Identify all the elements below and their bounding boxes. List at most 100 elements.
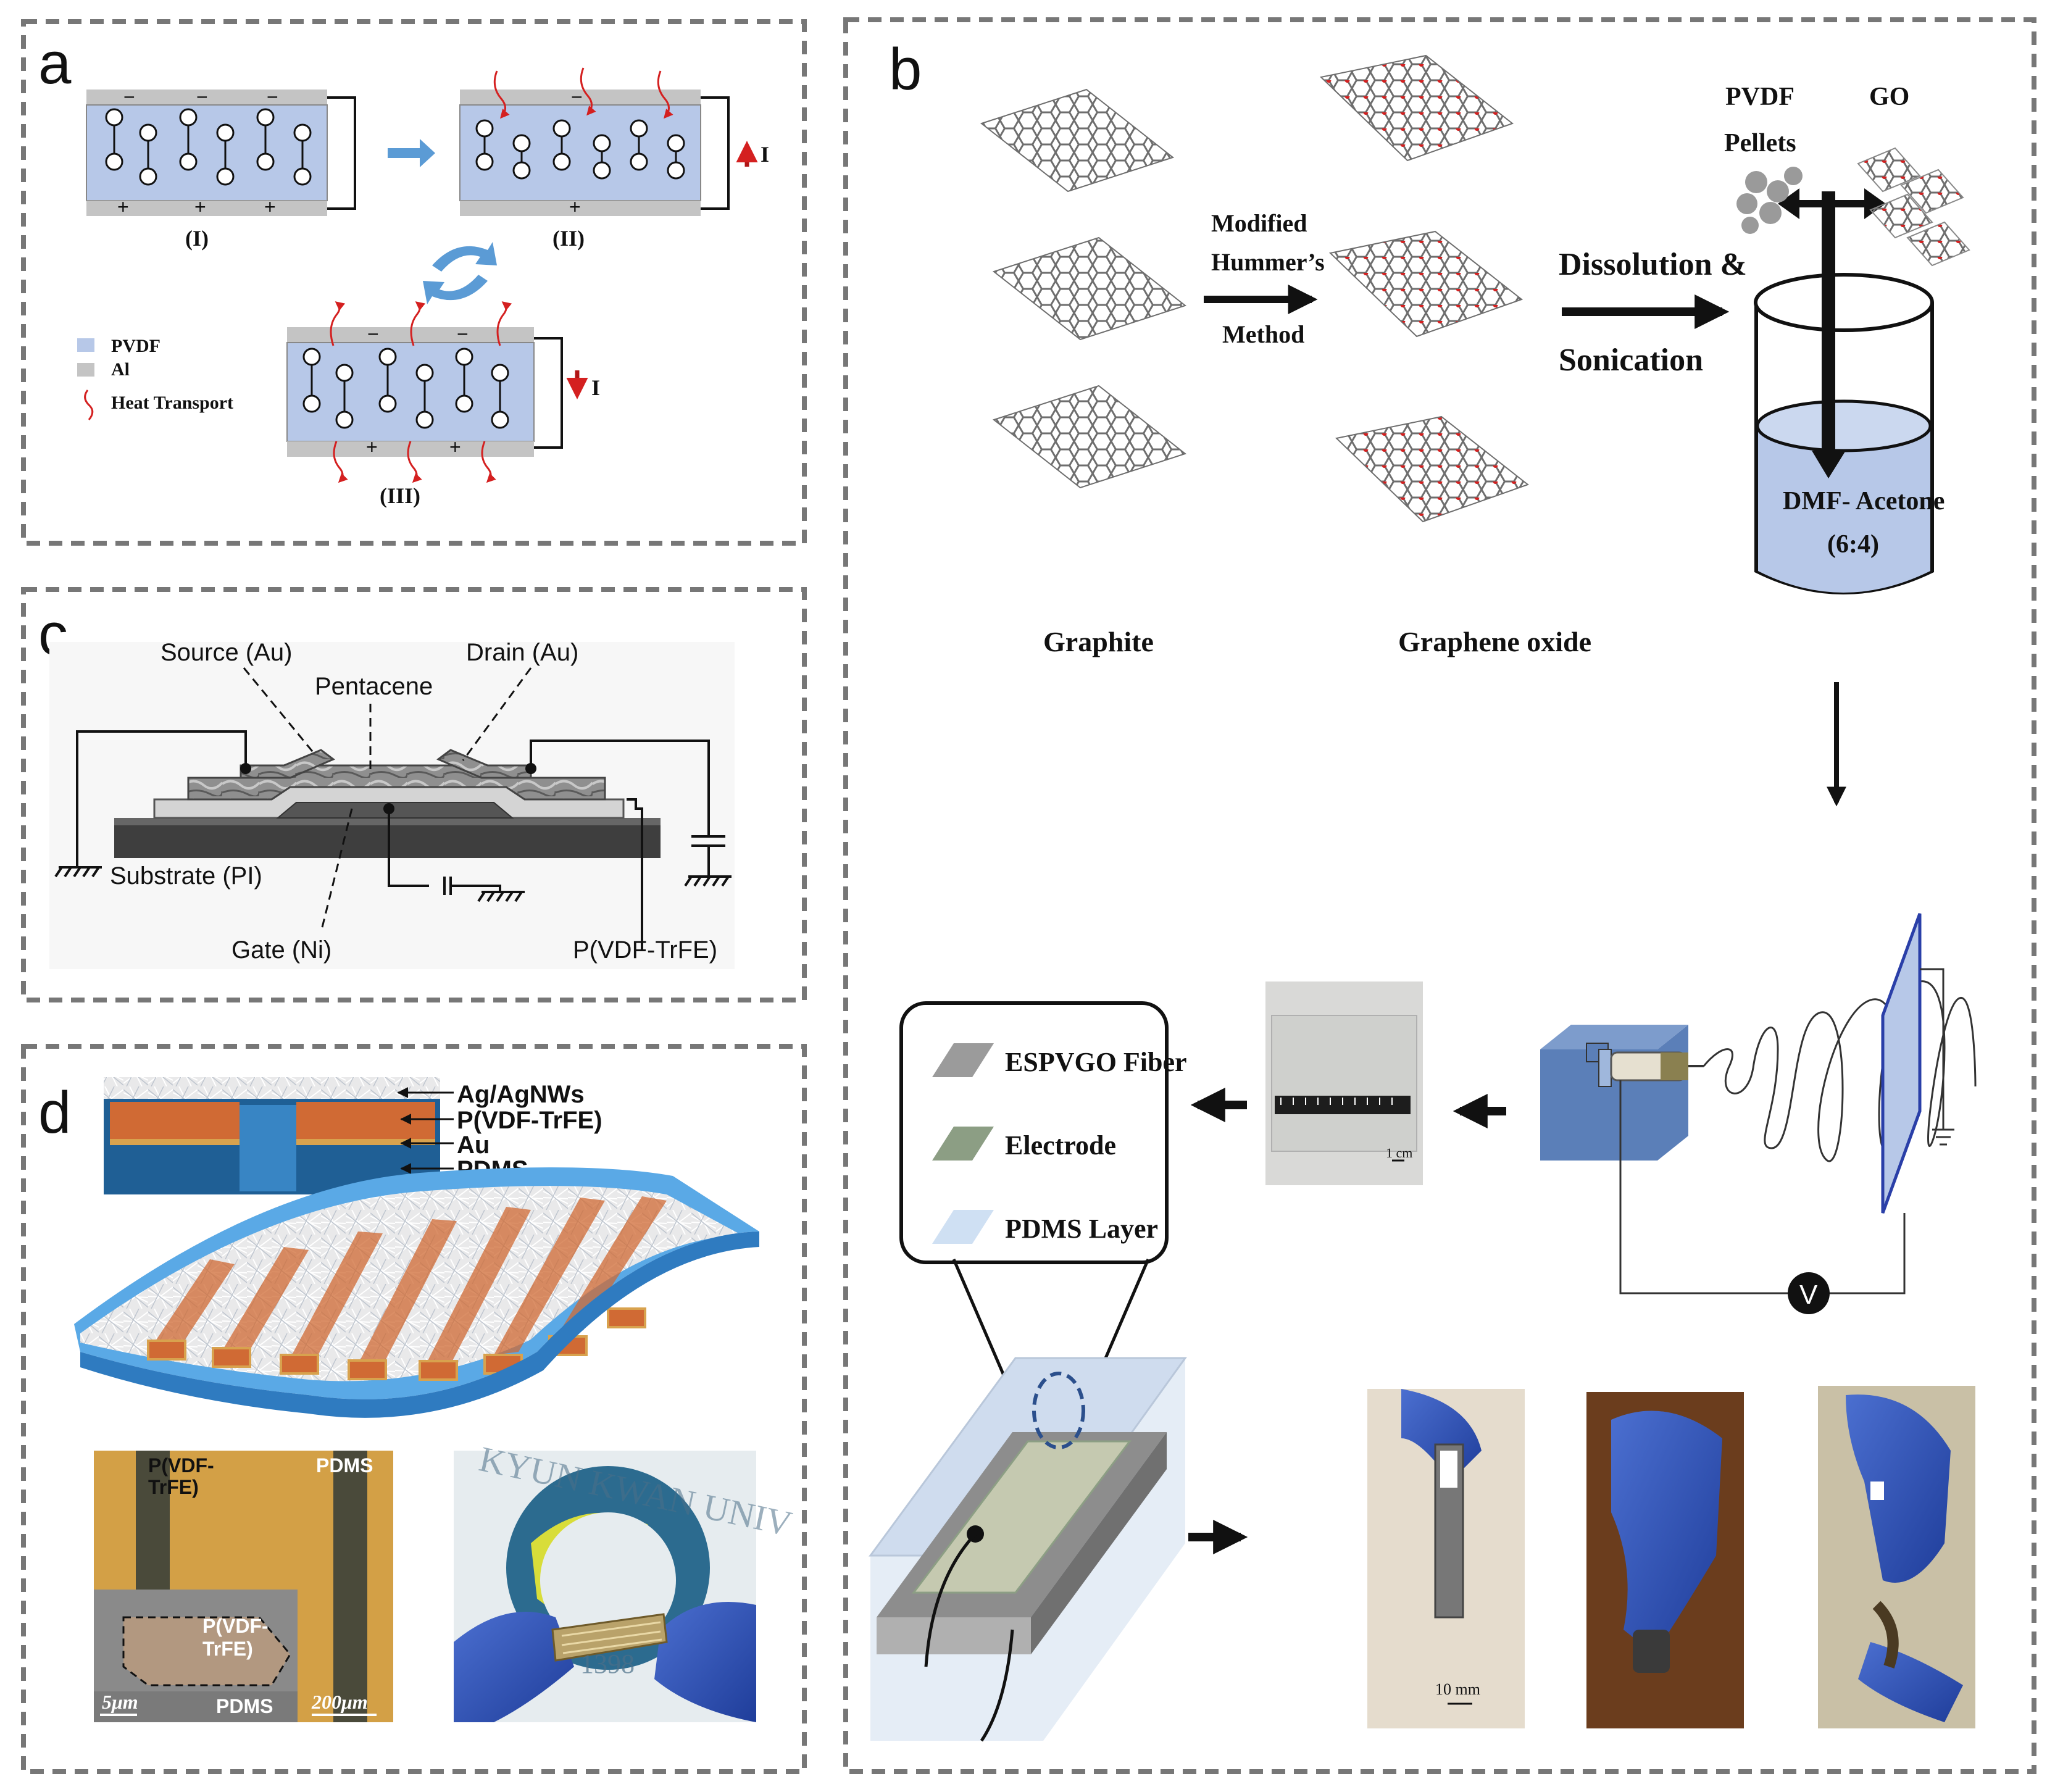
state-transition-arrow	[388, 139, 435, 167]
dipoles-ii	[475, 119, 685, 180]
legend-swatch-al	[77, 363, 94, 377]
svg-text:+: +	[449, 436, 461, 458]
scale-10mm: 10 mm	[1435, 1680, 1480, 1698]
go-label: GO	[1869, 83, 1909, 111]
svg-text:+: +	[569, 196, 581, 218]
micro-label-pdms-top: PDMS	[316, 1454, 373, 1477]
legend-swatch-electrode	[932, 1127, 994, 1161]
state-iii-label: (III)	[380, 483, 420, 508]
step1-line2: Hummer’s	[1211, 248, 1325, 276]
graphite-sheets	[980, 88, 1187, 489]
state-ii-device: − +	[459, 67, 758, 218]
heat-arrows-iii	[330, 301, 512, 483]
bending-photo-1	[1367, 1389, 1525, 1728]
graphene-oxide-label: Graphene oxide	[1398, 626, 1591, 657]
scale-label-200um: 200μm	[311, 1691, 368, 1713]
pvdf-pellets-label-1: PVDF	[1725, 83, 1794, 111]
panel-d-letter: d	[38, 1080, 71, 1146]
micrograph-image	[94, 1451, 393, 1722]
panel-a-legend: PVDF Al Heat Transport	[77, 336, 233, 420]
micro-label-pvdf-inset-2: TrFE)	[202, 1638, 253, 1660]
voltmeter	[1788, 1272, 1830, 1314]
micro-label-pvdf-inset-1: P(VDF-	[202, 1615, 269, 1637]
dipoles-iii	[302, 348, 509, 429]
current-label-iii: I	[591, 375, 600, 400]
panel-c-border	[21, 587, 807, 1002]
process-arrows-left	[1188, 1088, 1506, 1554]
electrospinning-setup	[1540, 913, 1977, 1294]
layer-label-ag: Ag/AgNWs	[457, 1081, 585, 1108]
gate-electrode	[276, 802, 514, 819]
legend-label-heat: Heat Transport	[111, 393, 233, 413]
circuit-wires	[76, 730, 725, 951]
layer-label-pvdf: P(VDF-TrFE)	[457, 1107, 602, 1134]
panel-c: c	[38, 601, 735, 969]
panel-a-letter: a	[38, 30, 72, 96]
svg-text:+: +	[117, 196, 129, 218]
scale-label-5um: 5μm	[102, 1691, 138, 1713]
voltmeter-label: V	[1799, 1280, 1818, 1310]
layer-legend-callout	[899, 1001, 1169, 1439]
micro-label-pvdf-1: P(VDF-	[148, 1454, 214, 1477]
step2-line1: Dissolution &	[1559, 247, 1747, 282]
go-flakes	[1857, 147, 1970, 267]
callout-lines	[243, 667, 532, 933]
source-label: Source (Au)	[160, 639, 292, 666]
layer-label-au: Au	[457, 1131, 490, 1159]
beaker	[1754, 191, 1934, 594]
panel-b: b Graphite Modified Hummer’s Method Grap…	[869, 36, 1977, 1742]
graphene-oxide-sheets	[1319, 54, 1530, 523]
current-label-ii: I	[761, 142, 769, 167]
legend-label-pdms: PDMS Layer	[1005, 1214, 1158, 1244]
legend-swatch-fiber	[932, 1043, 994, 1077]
svg-text:+: +	[264, 196, 276, 218]
fiber-photo-scale: 1 cm	[1386, 1145, 1412, 1161]
dipoles-i	[105, 108, 312, 186]
device-photo	[454, 1451, 756, 1722]
svg-text:−: −	[196, 86, 208, 108]
source-electrode	[240, 749, 335, 779]
heat-arrows-ii	[493, 67, 673, 119]
state-i-device: − − − + + +	[86, 86, 356, 218]
pentacene-label: Pentacene	[315, 673, 433, 700]
state-i-label: (I)	[185, 226, 209, 251]
legend-label-pvdf: PVDF	[111, 336, 160, 356]
state-ii-label: (II)	[552, 226, 585, 251]
panel-d-border	[21, 1044, 807, 1774]
svg-text:−: −	[267, 86, 278, 108]
graphite-label: Graphite	[1043, 626, 1154, 657]
legend-label-fiber: ESPVGO Fiber	[1005, 1047, 1187, 1077]
panel-d: d Ag/AgNWs P(VDF-TrFE) Au PDMS	[38, 1077, 796, 1722]
micro-label-pdms-inset: PDMS	[216, 1695, 273, 1717]
logo-year: 1398	[580, 1649, 635, 1679]
legend-heat-icon	[84, 390, 94, 420]
bending-photo-3	[1818, 1386, 1975, 1728]
svg-text:−: −	[367, 323, 379, 345]
panel-b-border	[843, 17, 2036, 1774]
cycle-arrows	[423, 242, 497, 304]
micro-label-pvdf-2: TrFE)	[148, 1476, 199, 1498]
svg-text:−: −	[571, 86, 583, 108]
state-iii-device: −− ++	[286, 301, 588, 483]
legend-swatch-pdms	[932, 1210, 994, 1244]
device-schematic	[869, 1357, 1187, 1742]
panel-a-border	[21, 19, 807, 546]
layer-pointer-arrows	[397, 1087, 454, 1174]
substrate-label: Substrate (PI)	[110, 862, 262, 890]
panel-b-letter: b	[889, 36, 922, 102]
pvdf-pellets-label-2: Pellets	[1724, 129, 1796, 157]
gate-label: Gate (Ni)	[231, 936, 331, 964]
legend-label-electrode: Electrode	[1005, 1130, 1116, 1161]
solvent-label-1: DMF- Acetone	[1783, 487, 1945, 515]
panel-a: a −−− +++ (I)	[38, 30, 769, 508]
step1-line1: Modified	[1211, 209, 1307, 237]
bending-photo-2	[1586, 1392, 1744, 1728]
svg-text:+: +	[194, 196, 206, 218]
ground-symbols	[54, 866, 732, 902]
dielectric-label: P(VDF-TrFE)	[573, 936, 717, 964]
fiber-mat-photo	[1265, 981, 1423, 1185]
svg-text:−: −	[123, 86, 135, 108]
drain-label: Drain (Au)	[466, 639, 578, 666]
legend-swatch-pvdf	[77, 338, 94, 352]
